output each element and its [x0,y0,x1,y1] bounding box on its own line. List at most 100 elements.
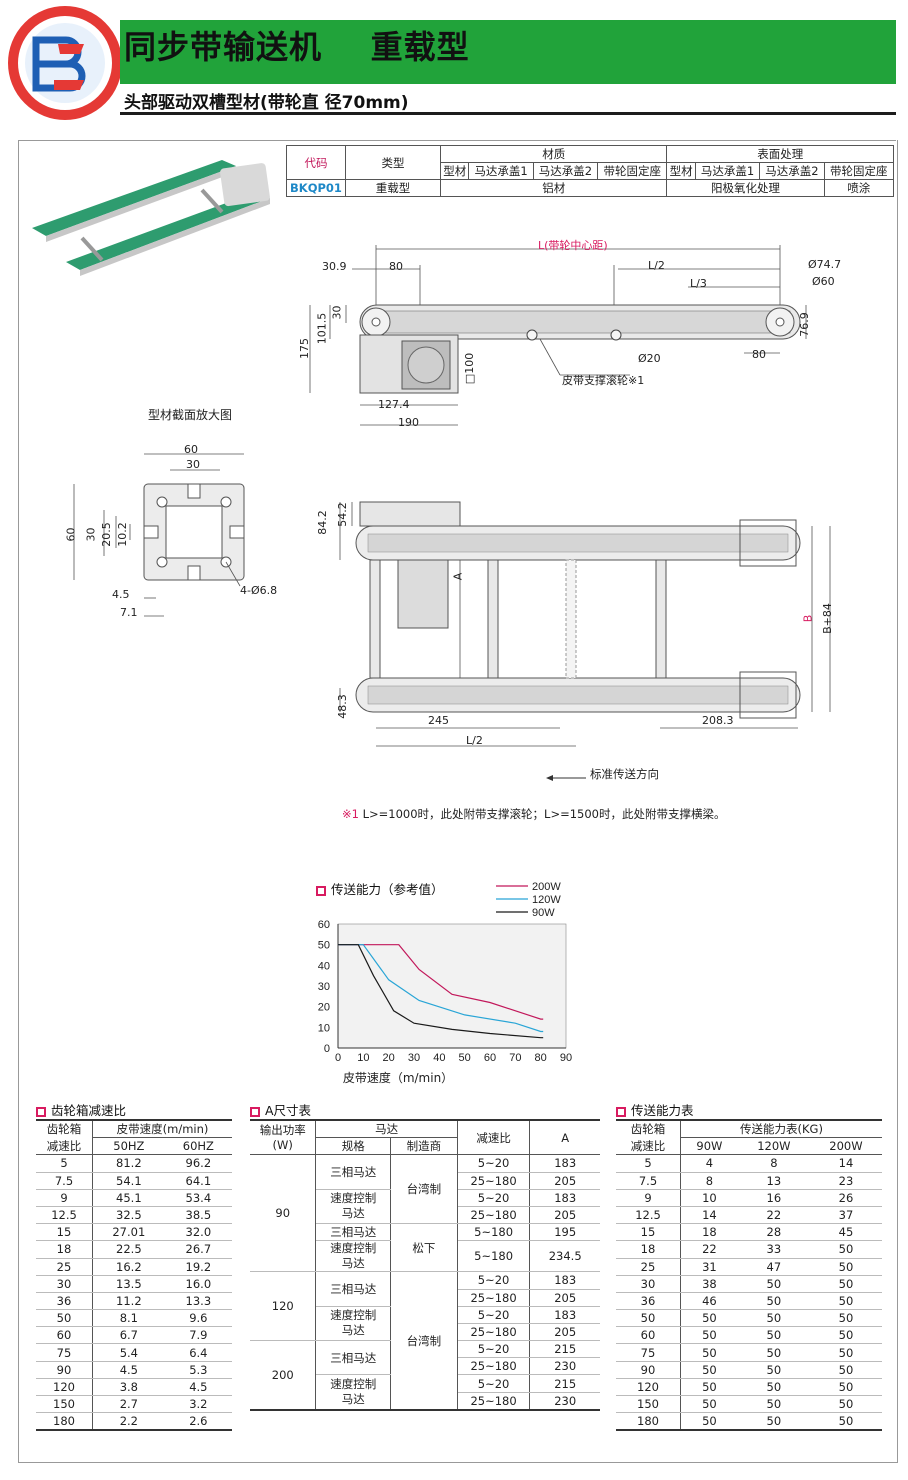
dim-30-9: 30.9 [322,260,347,273]
x-tick-label: 60 [484,1052,496,1064]
a-value: 215 [529,1340,600,1359]
capacity-table-row-cell: 50 [680,1343,738,1362]
top-dim-A: A [451,572,465,581]
capacity-table-row-cell: 50 [809,1378,882,1397]
a-value: 230 [554,1393,577,1408]
a-value: 183 [529,1271,600,1290]
spec-type-value: 重载型 [345,179,441,197]
spec-sub-2: 马达承盖1 [468,162,534,180]
cap-header-120w: 120W [737,1137,810,1156]
gear-header-speed: 皮带速度(m/min) [92,1120,232,1139]
cap-header-90w: 90W [680,1137,738,1156]
a-spec-three-phase: 三相马达 [315,1340,392,1376]
dim-101-5: 101.5 [315,312,329,345]
gear-table-row-cell: 45.1 [92,1189,165,1207]
capacity-table-row-cell: 180 [616,1412,681,1431]
capacity-table-row-cell: 50 [809,1395,882,1414]
capacity-table-row-cell: 50 [680,1326,738,1345]
x-axis-label: 皮带速度（m/min） [343,1070,453,1085]
y-tick-label: 10 [318,1022,330,1034]
gear-table-row-cell: 5.3 [164,1361,232,1379]
gear-table-row-cell: 9 [36,1189,93,1207]
capacity-table-row-cell: 8 [680,1172,738,1190]
capacity-table-row-cell: 50 [737,1343,810,1362]
roller-callout: 皮带支撑滚轮※1 [562,374,645,387]
gear-table-row-cell: 11.2 [92,1292,165,1311]
capacity-table-row-cell: 90 [616,1361,681,1379]
a-value: 205 [529,1206,600,1225]
y-tick-label: 30 [318,981,330,993]
page-subtitle: 头部驱动双槽型材(带轮直 径70mm) [124,93,409,113]
product-image [22,150,282,280]
capacity-table-row-cell: 23 [809,1172,882,1190]
a-spec-speed-control: 速度控制 马达 [315,1240,392,1273]
capacity-table-row-cell: 50 [809,1309,882,1328]
gear-table-row-cell: 9.6 [164,1309,232,1328]
top-dim-B: B [801,614,815,623]
capacity-table-row-cell: 50 [680,1378,738,1397]
gear-table-row-cell: 3.8 [92,1378,165,1397]
gear-table-row-cell: 13.3 [164,1292,232,1311]
capacity-table-row-cell: 15 [616,1223,681,1242]
top-dim-B-plus-84: B+84 [820,603,834,634]
a-ratio: 5~180 [457,1240,531,1273]
cap-header-kg: 传送能力表(KG) [680,1120,882,1139]
a-ratio: 25~180 [457,1206,531,1225]
gear-table-row-cell: 75 [36,1343,93,1362]
gear-table-row-cell: 32.5 [92,1206,165,1225]
capacity-table-row-cell: 38 [680,1275,738,1293]
capacity-table-row-cell: 33 [737,1240,810,1259]
capacity-table-row-cell: 7.5 [616,1172,681,1190]
a-ratio: 5~180 [457,1223,531,1242]
top-dim-48-3: 48.3 [335,694,349,719]
y-tick-label: 40 [318,960,330,972]
dim-80-right: 80 [752,348,766,361]
gear-table-title: 齿轮箱减速比 [36,1100,126,1119]
gear-table-row-cell: 5.4 [92,1343,165,1362]
gear-table-row-cell: 27.01 [92,1223,165,1242]
capacity-table-row-cell: 50 [737,1378,810,1397]
y-tick-label: 0 [324,1043,330,1055]
capacity-table-row-cell: 18 [680,1223,738,1242]
capacity-table-row-cell: 50 [809,1240,882,1259]
capacity-table-row-cell: 50 [737,1361,810,1379]
capacity-table-row-cell: 5 [616,1154,681,1173]
dim-76-9: 76.9 [797,312,811,337]
gear-table-row-cell: 60 [36,1326,93,1345]
dim-L-half: L/2 [648,259,665,272]
dim-pulley-74-7: Ø74.7 [808,258,842,271]
capacity-table-row-cell: 50 [680,1361,738,1379]
a-value: 234.5 [529,1240,600,1273]
capacity-table-row-cell: 30 [616,1275,681,1293]
gear-table-row-cell: 7.5 [36,1172,93,1190]
a-value: 230 [529,1357,600,1376]
a-header-spec: 规格 [315,1137,392,1156]
spec-sub-8: 带轮固定座 [823,162,895,180]
x-tick-label: 70 [509,1052,521,1064]
a-dimension-table: 输出功率(W) 马达 减速比 A 规格 制造商 90 三相马达 台湾制 5~20… [250,1119,600,1411]
a-header-ratio: 减速比 [457,1120,531,1156]
gear-table-row-cell: 7.9 [164,1326,232,1345]
a-maker-panasonic: 松下 [390,1223,458,1273]
gear-table-row-cell: 8.1 [92,1309,165,1328]
a-table-title-text: A尺寸表 [265,1103,312,1118]
a-spec-speed-control: 速度控制 马达 [315,1374,392,1410]
gear-table-row-cell: 36 [36,1292,93,1311]
top-dim-245: 245 [428,714,449,727]
a-ratio: 25~180 [457,1323,531,1342]
a-power-120: 120 [250,1271,317,1342]
